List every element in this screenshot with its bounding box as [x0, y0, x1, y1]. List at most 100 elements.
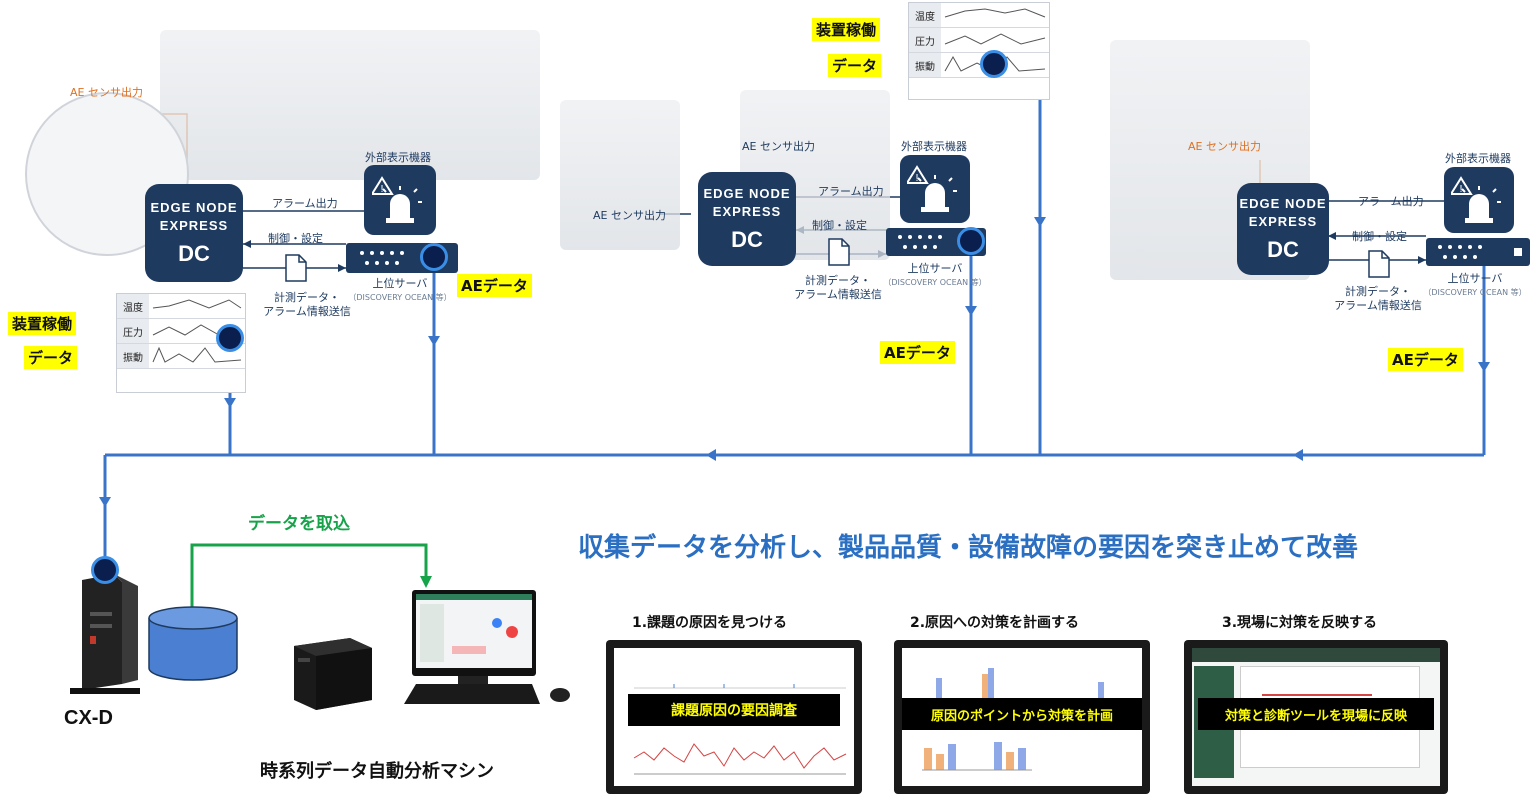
middle-control-label: 制御・設定: [812, 219, 867, 232]
send-label-line-1: 計測データ・: [805, 274, 871, 287]
right-send-label: 計測データ・ アラーム情報送信: [1323, 285, 1433, 313]
server-label: 上位サーバ: [1447, 272, 1503, 285]
left-operation-label-2: データ: [24, 346, 78, 369]
send-label-line-2: アラーム情報送信: [1334, 299, 1422, 312]
step-2-chart-preview: [922, 668, 1104, 771]
middle-send-label: 計測データ・ アラーム情報送信: [783, 274, 893, 302]
cx-node-dot: [91, 556, 119, 584]
pc-tower-icon: [70, 574, 140, 694]
middle-ae-data-label: AEデータ: [880, 341, 955, 364]
row-plot: [944, 33, 1046, 45]
middle-server-label: 上位サーバ （DISCOVERY OCEAN 等）: [880, 262, 990, 290]
left-operation-label-1: 装置稼働: [8, 312, 77, 335]
middle-panel-node-dot: [980, 50, 1008, 78]
robot-arm-image: [560, 100, 680, 250]
sensor-row: 温度: [909, 3, 1049, 28]
right-edge-node-box: EDGE NODE EXPRESS DC: [1237, 183, 1329, 275]
left-control-label: 制御・設定: [268, 232, 323, 245]
right-alarm-label: アラーム出力: [1358, 195, 1424, 208]
svg-text:!: !: [380, 184, 384, 195]
left-external-display-label: 外部表示機器: [365, 151, 431, 164]
send-label-line-2: アラーム情報送信: [794, 288, 882, 301]
cx-d-label: CX-D: [64, 707, 113, 729]
monitor-icon: [412, 590, 536, 676]
edge-line-2: EXPRESS: [712, 204, 782, 219]
step-3-caption: 対策と診断ツールを現場に反映: [1198, 698, 1434, 730]
document-icon: [1368, 250, 1390, 278]
right-alarm-device: !: [1444, 167, 1514, 233]
middle-alarm-label: アラーム出力: [818, 185, 884, 198]
server-sub-label: （DISCOVERY OCEAN 等）: [883, 278, 987, 287]
server-icon: [1426, 238, 1530, 266]
sensor-row: 温度: [117, 294, 245, 319]
middle-sensor-label: AE センサ出力: [742, 140, 815, 153]
step-1-caption: 課題原因の要因調査: [628, 694, 840, 726]
monitor-screen: [416, 594, 532, 668]
row-label: 圧力: [117, 319, 149, 343]
middle-server-node-dot: [957, 227, 985, 255]
svg-text:!: !: [915, 173, 919, 184]
right-server-label: 上位サーバ （DISCOVERY OCEAN 等）: [1420, 272, 1530, 300]
middle-alarm-device: !: [900, 155, 970, 223]
step-2-caption: 原因のポイントから対策を計画: [902, 698, 1142, 730]
left-panel-node-dot: [216, 324, 244, 352]
right-ae-data-label: AEデータ: [1388, 348, 1463, 371]
step-1-screenshot: 課題原因の要因調査: [606, 640, 862, 794]
row-label: 振動: [909, 53, 941, 77]
middle-sensor-label-2: AE センサ出力: [593, 209, 666, 222]
middle-operation-label-1: 装置稼働: [812, 18, 881, 41]
edge-line-2: EXPRESS: [1248, 214, 1318, 229]
send-label-line-1: 計測データ・: [274, 291, 340, 304]
sensor-row: 振動: [909, 53, 1049, 78]
send-label-line-2: アラーム情報送信: [263, 305, 351, 318]
document-icon: [285, 254, 307, 282]
row-plot: [152, 299, 242, 309]
server-label: 上位サーバ: [372, 277, 428, 290]
right-external-display-label: 外部表示機器: [1445, 152, 1511, 165]
row-label: 温度: [117, 294, 149, 318]
left-sensor-panel: 温度 圧力 振動: [116, 293, 246, 393]
edge-line-1: EDGE NODE: [703, 186, 791, 201]
edge-line-3: DC: [731, 227, 763, 252]
server-sub-label: （DISCOVERY OCEAN 等）: [348, 293, 452, 302]
middle-edge-node-box: EDGE NODE EXPRESS DC: [698, 172, 796, 266]
left-edge-node-box: EDGE NODE EXPRESS DC: [145, 184, 243, 282]
document-icon: [828, 238, 850, 266]
left-send-label: 計測データ・ アラーム情報送信: [252, 291, 362, 319]
analysis-box-icon: [294, 638, 372, 710]
right-sensor-label: AE センサ出力: [1188, 140, 1261, 153]
edge-line-2: EXPRESS: [159, 218, 229, 233]
left-ae-data-label: AEデータ: [457, 274, 532, 297]
row-label: 温度: [909, 3, 941, 27]
left-alarm-device: !: [364, 165, 436, 235]
middle-external-display-label: 外部表示機器: [901, 140, 967, 153]
server-vents: [898, 235, 942, 249]
left-alarm-label: アラーム出力: [272, 197, 338, 210]
edge-line-1: EDGE NODE: [150, 200, 238, 215]
row-label: 圧力: [909, 28, 941, 52]
step-3-title: 3.現場に対策を反映する: [1222, 615, 1378, 631]
svg-text:!: !: [1459, 184, 1463, 195]
import-label: データを取込: [248, 514, 350, 534]
edge-line-3: DC: [178, 241, 210, 266]
warning-light-icon: !: [1451, 176, 1501, 223]
monitor-stand: [458, 676, 488, 686]
step-2-screenshot: 原因のポイントから対策を計画: [894, 640, 1150, 794]
server-vents: [360, 251, 404, 265]
keyboard-icon: [404, 684, 540, 704]
warning-light-icon: !: [907, 165, 957, 212]
mouse-icon: [550, 688, 570, 702]
middle-operation-label-2: データ: [828, 54, 882, 77]
step-1-chart-preview: [633, 684, 847, 775]
database-icon: [148, 606, 238, 681]
step-3-screenshot: 対策と診断ツールを現場に反映: [1184, 640, 1448, 794]
step-2-title: 2.原因への対策を計画する: [910, 615, 1080, 631]
row-label: 振動: [117, 344, 149, 368]
step-1-title: 1.課題の原因を見つける: [632, 615, 788, 631]
middle-sensor-panel: 温度 圧力 振動: [908, 2, 1050, 100]
left-server-label: 上位サーバ （DISCOVERY OCEAN 等）: [345, 277, 455, 305]
server-sub-label: （DISCOVERY OCEAN 等）: [1423, 288, 1527, 297]
edge-line-3: DC: [1267, 237, 1299, 262]
server-label: 上位サーバ: [907, 262, 963, 275]
sensor-row: 圧力: [117, 319, 245, 344]
